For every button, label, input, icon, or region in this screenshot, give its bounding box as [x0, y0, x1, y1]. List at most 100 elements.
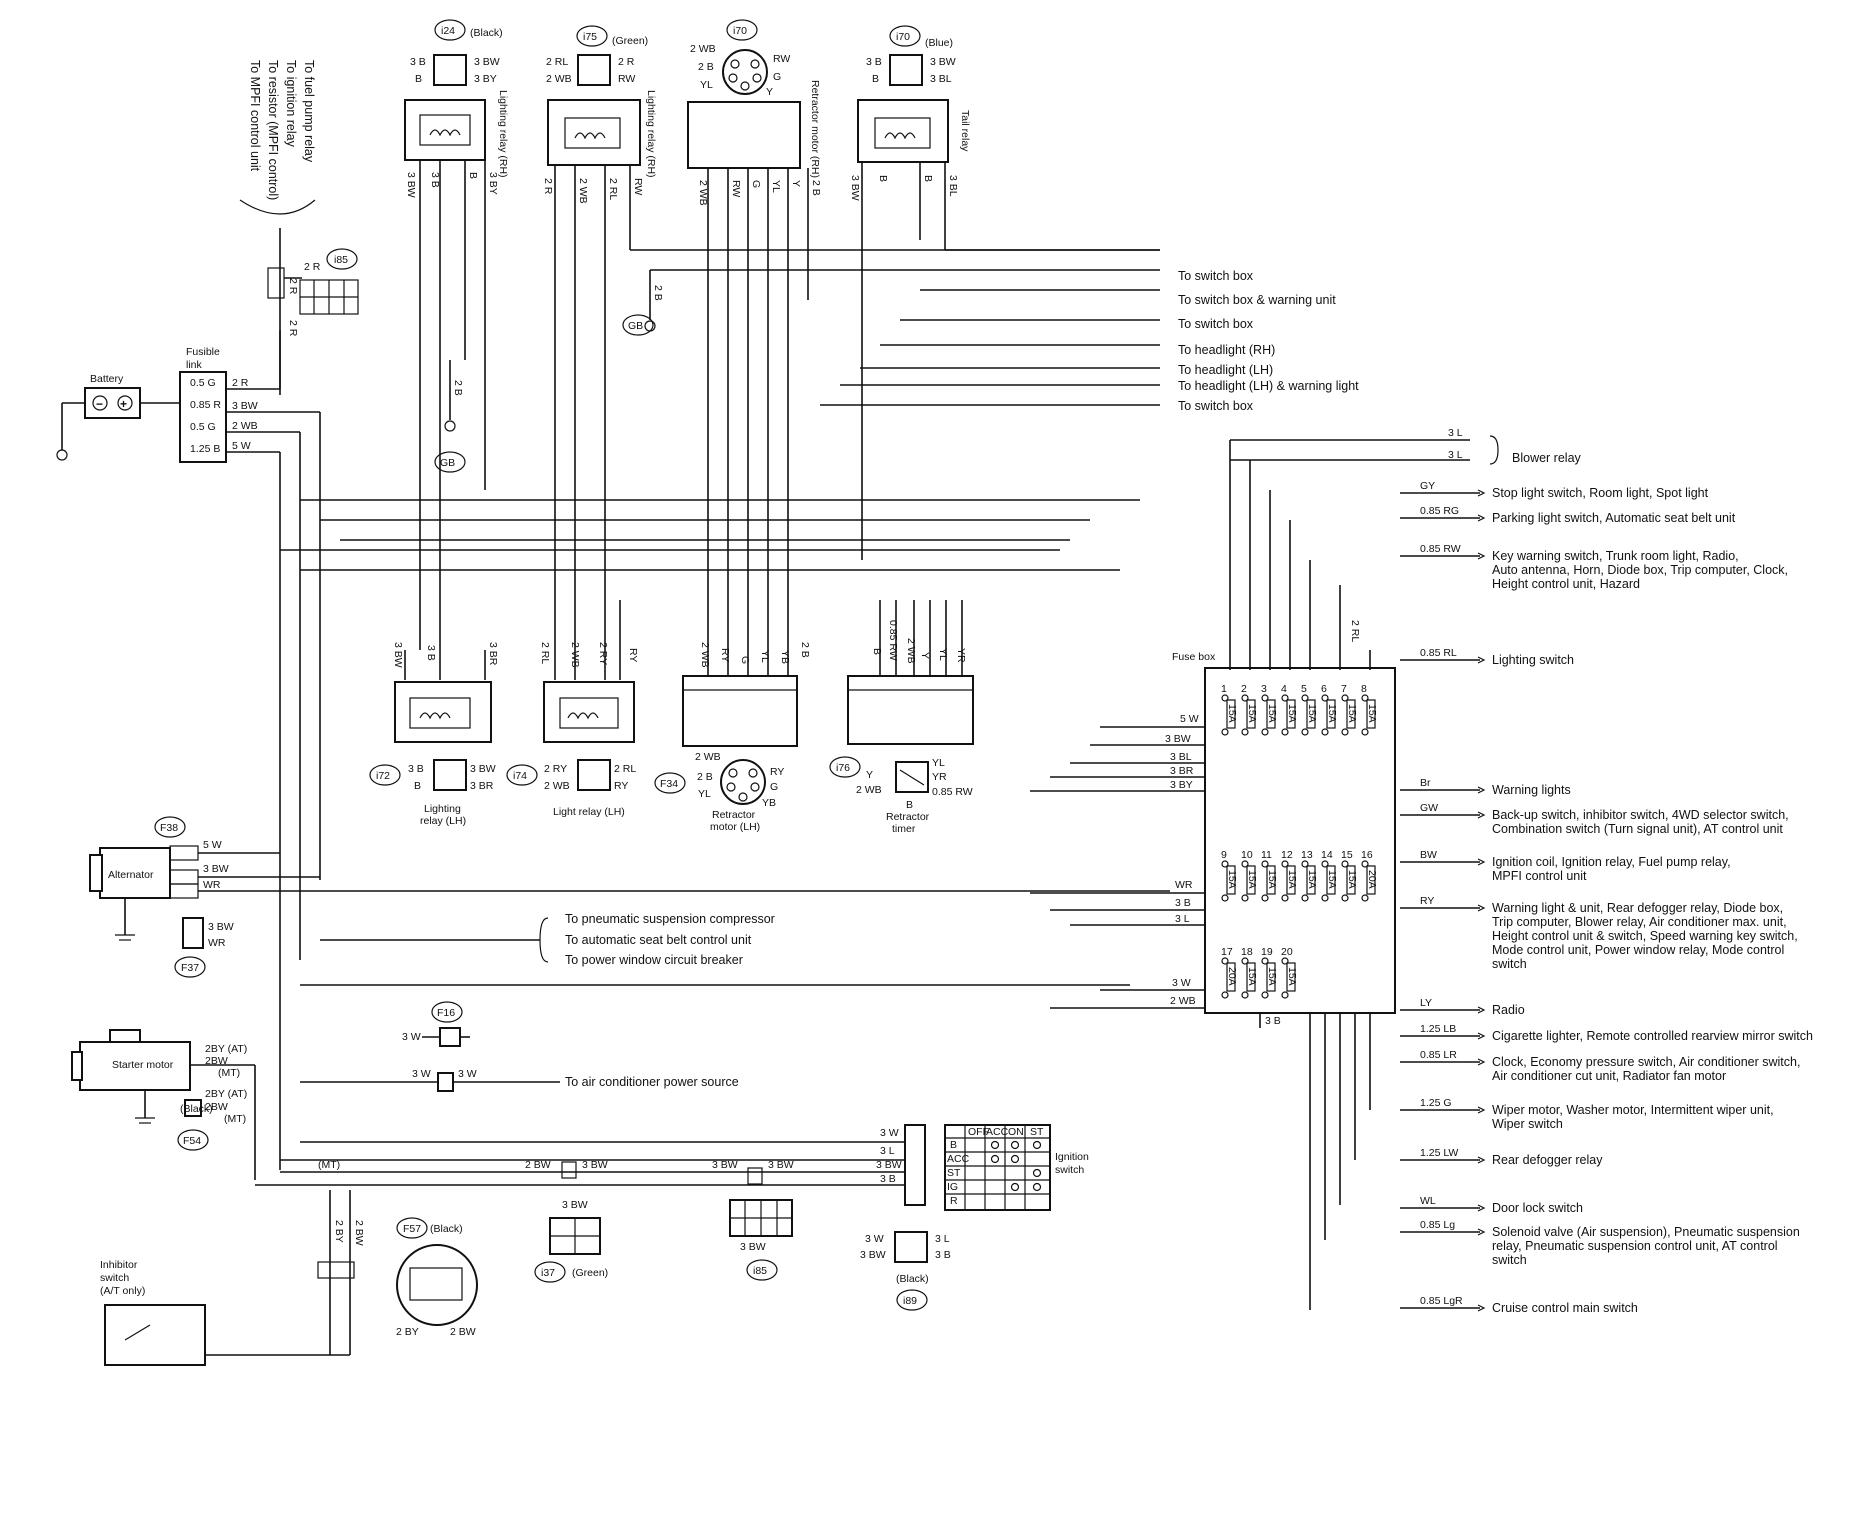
fuse-input: 3 B	[1265, 1015, 1281, 1027]
fuse-terminal	[1261, 957, 1269, 965]
wire-label: 2 RL	[607, 178, 619, 200]
dest-label: Rear defogger relay	[1492, 1153, 1603, 1167]
ign-label: switch	[1055, 1164, 1084, 1176]
dest-label: Stop light switch, Room light, Spot ligh…	[1492, 486, 1709, 500]
fuse-element	[1286, 865, 1296, 895]
ign-header: ST	[1030, 1126, 1044, 1138]
connector-id: i89	[903, 1295, 917, 1307]
pin: 2 BW	[450, 1326, 476, 1338]
pin: 3 BW	[470, 763, 496, 775]
pin: B	[414, 780, 421, 792]
pin: B	[415, 73, 422, 85]
right-top-destinations: To switch box To switch box & warning un…	[820, 249, 1359, 413]
pin: G	[770, 781, 778, 793]
wire-label: YL	[759, 650, 771, 663]
wire-3bw: 3 BW	[232, 400, 258, 412]
fuse-element	[1366, 699, 1376, 729]
wire-label: 3 BR	[487, 642, 499, 666]
connector-id: F54	[183, 1135, 201, 1147]
dest-pneumatic: To pneumatic suspension compressor	[565, 912, 775, 926]
fuse-terminal	[1221, 860, 1229, 868]
fuse-element	[1226, 962, 1236, 992]
fusible-link: Fusible link 0.5 G 0.85 R 0.5 G 1.25 B 2…	[179, 330, 320, 463]
fuse-number: 8	[1361, 683, 1367, 695]
pin: 3 BW	[474, 56, 500, 68]
fuse-terminal	[1341, 694, 1349, 702]
fuse-amp: 15A	[1366, 704, 1378, 723]
relay-lighting-rh: 3 BW 3 B B 3 BY 2 B GB	[404, 99, 499, 650]
wire-label: 3 BW	[392, 642, 404, 668]
fuse-amp: 15A	[1286, 967, 1298, 986]
wire-label: 3 BW	[712, 1159, 738, 1171]
pin: 2 R	[618, 56, 635, 68]
wire-label: 3 W	[412, 1068, 431, 1080]
pin: B	[872, 73, 879, 85]
inhibitor-switch: 2 BY 2 BW Inhibitor switch (A/T only)	[100, 1190, 365, 1366]
connector-i75: i75 (Green) 2 RL 2 WB 2 R RW Lighting re…	[546, 25, 657, 178]
dest-label: Warning lights	[1492, 783, 1571, 797]
pin: YL	[700, 79, 713, 91]
dest-label: Air conditioner cut unit, Radiator fan m…	[1492, 1069, 1726, 1083]
dest-label: Auto antenna, Horn, Diode box, Trip comp…	[1492, 563, 1788, 577]
wire-label: RY	[719, 648, 731, 662]
fuse-element	[1326, 699, 1336, 729]
ground-id: GB	[440, 457, 455, 469]
wire-label: 3 BW	[849, 175, 861, 201]
dest-label: Solenoid valve (Air suspension), Pneumat…	[1492, 1225, 1800, 1239]
connector-id: i70	[896, 31, 910, 43]
starter-label: Starter motor	[112, 1059, 174, 1071]
fuse-terminal	[1221, 894, 1229, 902]
wire-label: YB	[779, 650, 791, 664]
dest-label: Wiper motor, Washer motor, Intermittent …	[1492, 1103, 1774, 1117]
ground-id: GB	[628, 320, 643, 332]
pin: 2 BY	[396, 1326, 419, 1338]
wire-label: 2 WB	[577, 178, 589, 204]
connector-id: F37	[181, 962, 199, 974]
relay-lighting-rh-2: 2 R 2 WB 2 RL RW 2 B GB	[542, 99, 1160, 650]
fuse-terminal	[1241, 957, 1249, 965]
connector-i70-motor: i70 2 WB 2 B YL RW G Y Retractor motor (…	[690, 19, 821, 178]
wire-label: 2BY (AT)	[205, 1088, 247, 1100]
dest-wire-label: 0.85 Lg	[1420, 1219, 1455, 1231]
fuse-terminal	[1241, 860, 1249, 868]
fuse-1: 0.85 R	[190, 399, 221, 411]
fuse-amp: 15A	[1346, 870, 1358, 889]
fuse-element	[1246, 962, 1256, 992]
wire-label: 2BY (AT)	[205, 1043, 247, 1055]
wire-label: 2 R	[287, 278, 299, 295]
wire-label: WR	[203, 879, 221, 891]
connector-note: (Black)	[896, 1273, 929, 1285]
wire-label: 2 BW	[525, 1159, 551, 1171]
dest-label: switch	[1492, 1253, 1527, 1267]
wire-label: 3 L	[1448, 427, 1463, 439]
connector-note: (Black)	[430, 1223, 463, 1235]
pin: 3 BW	[208, 921, 234, 933]
dest-wire-label: BW	[1420, 849, 1437, 861]
dest-headlight-rh: To headlight (RH)	[1178, 343, 1275, 357]
fuse-terminal	[1321, 894, 1329, 902]
pin: 2 RY	[544, 763, 567, 775]
fuse-terminal	[1301, 860, 1309, 868]
fuse-symbol	[267, 267, 285, 299]
fuse-number: 12	[1281, 849, 1293, 861]
wire-label: B	[871, 648, 883, 655]
blower-relay: 3 L 3 L Blower relay	[1230, 427, 1582, 465]
fuse-amp: 15A	[1266, 870, 1278, 889]
fuse-amp: 15A	[1326, 870, 1338, 889]
brace	[239, 199, 316, 215]
fuse-number: 14	[1321, 849, 1333, 861]
wire-label: RY	[627, 648, 639, 662]
inhibitor-label: (A/T only)	[100, 1285, 145, 1297]
dest-label: Key warning switch, Trunk room light, Ra…	[1492, 549, 1739, 563]
wire-label: B	[922, 175, 934, 182]
alternator: F38 Alternator 5 W 3 BW WR 3 BW WR F37	[89, 816, 1170, 978]
wire-label: 3 B	[880, 1173, 896, 1185]
pin: Y	[866, 769, 873, 781]
dest-fuel-pump-relay: To fuel pump relay	[302, 60, 316, 163]
fuse-terminal	[1361, 728, 1369, 736]
ign-header: OFF	[968, 1126, 989, 1138]
fuse-box-title: Fuse box	[1172, 651, 1216, 663]
connector-note: (Green)	[612, 35, 648, 47]
